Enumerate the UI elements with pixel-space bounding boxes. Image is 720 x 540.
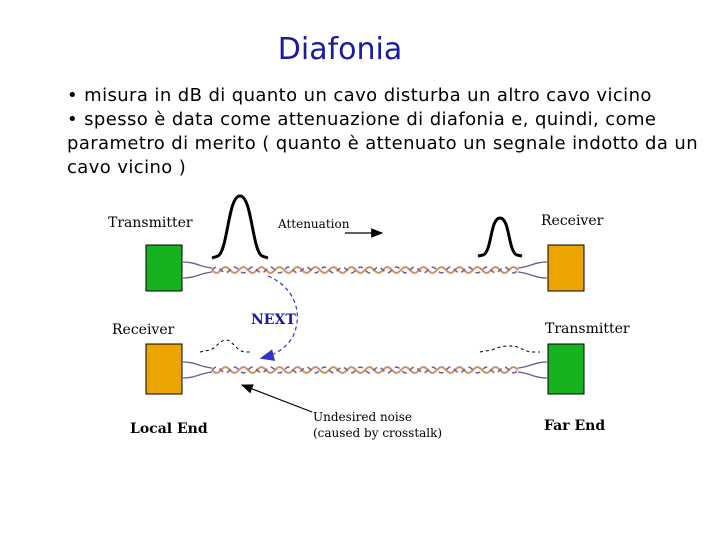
wire-strand-orange bbox=[211, 365, 519, 375]
wire-stub bbox=[182, 271, 213, 279]
wire-stub bbox=[182, 261, 213, 269]
slide-title: Diafonia bbox=[277, 32, 403, 67]
receiver-left-box bbox=[145, 343, 183, 395]
wire-stub bbox=[517, 261, 548, 269]
induced-noise-far bbox=[479, 345, 540, 353]
noise-label-line1: Undesired noise bbox=[313, 410, 412, 424]
next-coupling-arrow bbox=[259, 275, 298, 361]
local-end-label: Local End bbox=[130, 421, 208, 437]
receiver-right-box bbox=[547, 244, 585, 292]
transmitter-right-box bbox=[547, 343, 585, 395]
wire-stub bbox=[517, 271, 548, 279]
twisted-pair-bottom bbox=[182, 361, 548, 379]
noise-label-line2: (caused by crosstalk) bbox=[313, 426, 442, 440]
receiver-left-label: Receiver bbox=[112, 322, 175, 338]
transmitter-left-label: Transmitter bbox=[108, 215, 193, 231]
wire-stub bbox=[182, 371, 213, 379]
wire-stub bbox=[517, 371, 548, 379]
attenuation-label: Attenuation bbox=[277, 217, 350, 231]
received-pulse-icon bbox=[477, 216, 523, 258]
receiver-right-label: Receiver bbox=[541, 213, 604, 229]
wire-stub bbox=[517, 361, 548, 369]
wire-strand-orange bbox=[211, 265, 519, 275]
wire-stub bbox=[182, 361, 213, 369]
twisted-pair-top bbox=[182, 261, 548, 279]
transmitter-right-label: Transmitter bbox=[545, 321, 630, 337]
bullet-list: • misura in dB di quanto un cavo disturb… bbox=[67, 84, 707, 180]
transmitter-left-box bbox=[145, 244, 183, 292]
transmitted-pulse-icon bbox=[211, 194, 269, 260]
bullet-item: • spesso è data come attenuazione di dia… bbox=[67, 109, 699, 178]
next-label: NEXT bbox=[251, 312, 296, 328]
noise-pointer-arrow bbox=[240, 384, 313, 413]
induced-noise-near bbox=[199, 339, 252, 353]
bullet-item: • misura in dB di quanto un cavo disturb… bbox=[67, 85, 652, 106]
far-end-label: Far End bbox=[544, 418, 605, 434]
